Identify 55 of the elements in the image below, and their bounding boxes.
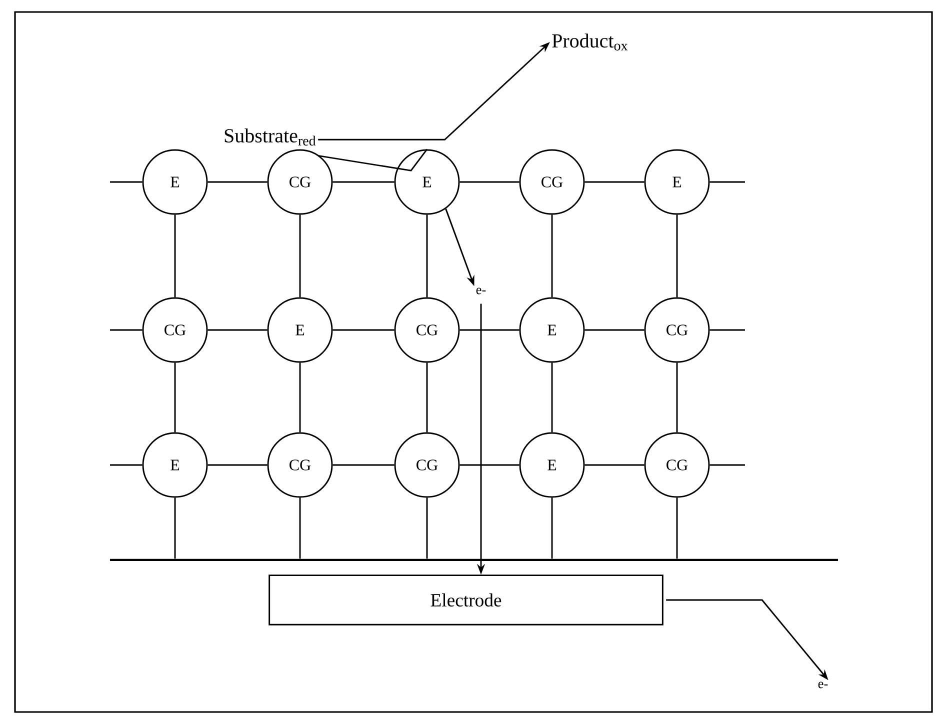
circle-node: E (519, 432, 585, 498)
connector-line (584, 181, 644, 183)
connector-line (299, 214, 301, 298)
connector-line (208, 329, 268, 331)
circle-node: CG (394, 432, 460, 498)
connector-line (460, 181, 520, 183)
connector-line (174, 214, 176, 298)
connector-line (110, 181, 142, 183)
electrode-bar (110, 558, 838, 562)
connector-line (426, 214, 428, 298)
connector-line (174, 362, 176, 432)
connector-line (551, 214, 553, 298)
connector-line (584, 329, 644, 331)
circle-node: CG (142, 297, 208, 363)
connector-line (208, 464, 268, 466)
connector-line (318, 148, 428, 172)
circle-node: CG (519, 149, 585, 215)
electron-label: e- (476, 288, 486, 294)
circle-node: E (394, 149, 460, 215)
connector-line (332, 181, 394, 183)
connector-line (426, 498, 428, 559)
connector-line (676, 362, 678, 432)
connector-line (551, 362, 553, 432)
species-label: Substrate$_{red}$ (224, 128, 316, 146)
circle-node: CG (644, 297, 710, 363)
connector-line (584, 464, 644, 466)
circle-node: E (142, 432, 208, 498)
circle-node: E (644, 149, 710, 215)
circle-node: E (142, 149, 208, 215)
circle-node: CG (267, 432, 333, 498)
electrode-box: Electrode (268, 574, 664, 626)
circle-node: E (519, 297, 585, 363)
connector-line (710, 329, 745, 331)
electron-label: e- (818, 682, 828, 688)
connector-line (299, 498, 301, 559)
circle-node: CG (644, 432, 710, 498)
connector-line (551, 498, 553, 559)
connector-line (710, 181, 745, 183)
circle-node: CG (394, 297, 460, 363)
connector-line (299, 362, 301, 432)
connector-line (110, 329, 142, 331)
connector-line (332, 464, 394, 466)
connector-line (676, 498, 678, 559)
species-label: Product$_{ox}$ (552, 34, 628, 50)
connector-line (332, 329, 394, 331)
circle-node: CG (267, 149, 333, 215)
connector-line (676, 214, 678, 298)
connector-line (208, 181, 268, 183)
connector-line (174, 498, 176, 559)
connector-line (426, 362, 428, 432)
circle-node: E (267, 297, 333, 363)
connector-line (460, 329, 520, 331)
connector-line (710, 464, 745, 466)
connector-line (460, 464, 520, 466)
connector-line (110, 464, 142, 466)
